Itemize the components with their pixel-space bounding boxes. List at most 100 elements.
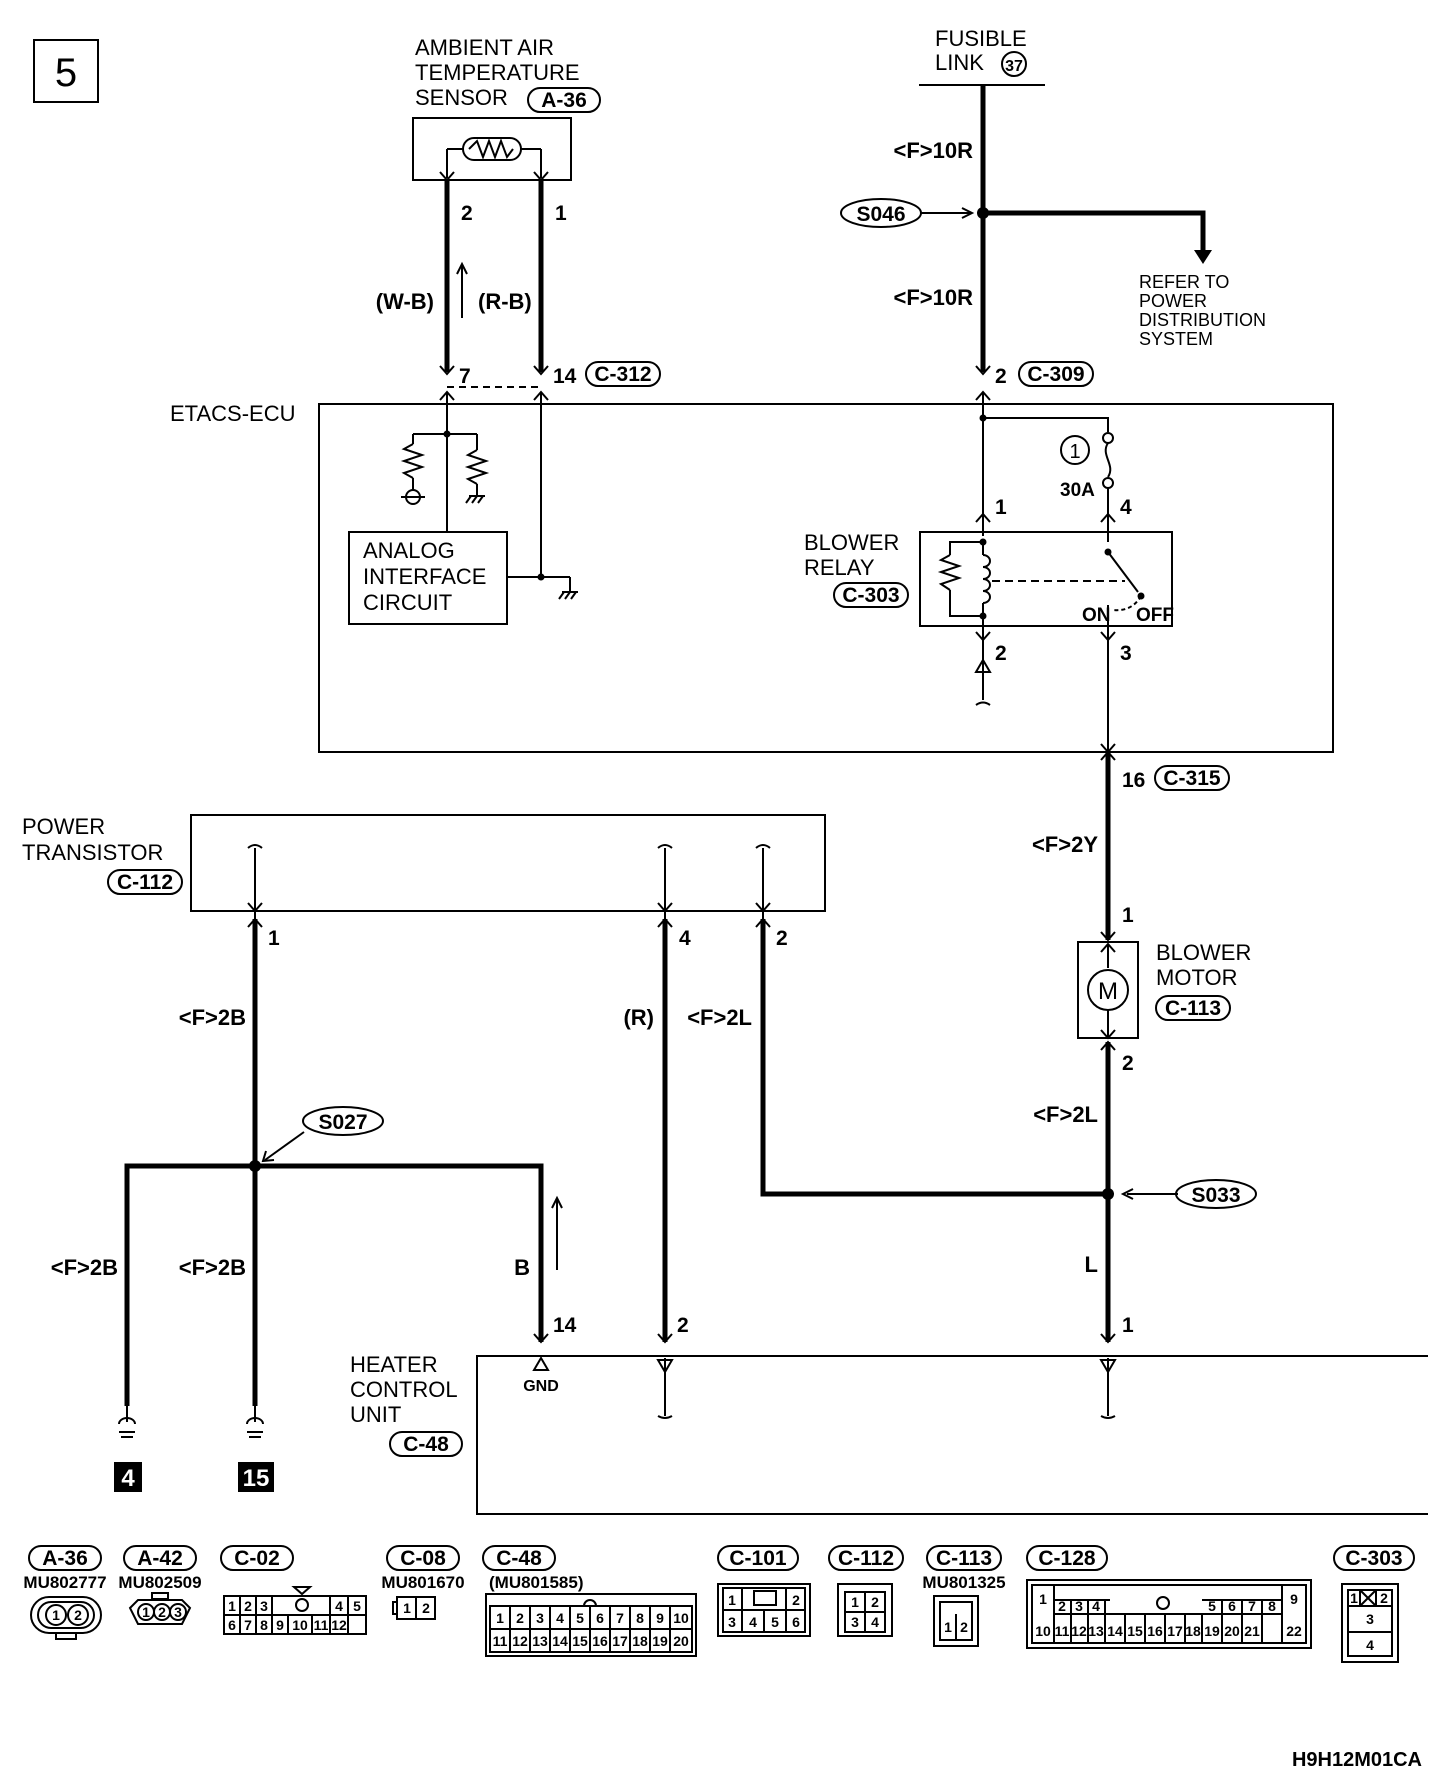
c112-pin: 4 xyxy=(871,1614,879,1630)
analog-line2: INTERFACE xyxy=(363,564,486,589)
wire-r-label: (R) xyxy=(623,1005,654,1030)
c08-pin: 1 xyxy=(403,1600,411,1616)
analog-line3: CIRCUIT xyxy=(363,590,452,615)
blower-pin-2: 2 xyxy=(1122,1052,1134,1075)
c128-pin: 19 xyxy=(1204,1623,1220,1639)
analog-line1: ANALOG xyxy=(363,538,455,563)
c128-pin: 2 xyxy=(1058,1598,1066,1614)
splice-s027-label: S027 xyxy=(318,1111,367,1134)
ambient-air-temperature-sensor: AMBIENT AIR TEMPERATURE SENSOR A-36 xyxy=(412,35,601,181)
c02-pin: 3 xyxy=(260,1598,268,1614)
motor-symbol: M xyxy=(1098,978,1118,1005)
c48-pin: 7 xyxy=(616,1610,624,1626)
c48-pin: 13 xyxy=(532,1633,548,1649)
c02-pin: 1 xyxy=(228,1598,236,1614)
ground-4-label: 4 xyxy=(121,1465,135,1492)
connector-view-c101: C-101 1 2 3 4 5 6 xyxy=(717,1545,811,1637)
wire-f2y-label: <F>2Y xyxy=(1032,832,1098,857)
connector-view-c113-label: C-113 xyxy=(936,1547,992,1570)
c02-pin: 11 xyxy=(314,1617,329,1633)
relay-resistor-icon xyxy=(937,554,963,591)
wire-rb-label: (R-B) xyxy=(478,289,532,314)
c128-pin: 4 xyxy=(1092,1598,1100,1614)
c113-pin: 1 xyxy=(944,1619,952,1635)
c128-pin: 5 xyxy=(1208,1598,1216,1614)
refer-line2: POWER xyxy=(1139,291,1207,311)
relay-coil-icon xyxy=(982,554,991,604)
relay-pin-2: 2 xyxy=(995,642,1007,665)
a36-pin: 2 xyxy=(74,1607,82,1623)
fuse-rating: 30A xyxy=(1060,480,1095,501)
wire-l-label: L xyxy=(1085,1252,1098,1277)
c02-pin: 7 xyxy=(244,1617,252,1633)
etacs-pin-2: 2 xyxy=(995,365,1007,388)
c128-pin: 10 xyxy=(1035,1623,1051,1639)
hcu-gnd-label: GND xyxy=(523,1378,559,1395)
c128-pin: 22 xyxy=(1286,1623,1302,1639)
connector-view-c112-label: C-112 xyxy=(838,1547,894,1570)
ground-15-label: 15 xyxy=(243,1465,270,1492)
c101-pin: 5 xyxy=(771,1614,779,1630)
connector-view-a36-label: A-36 xyxy=(42,1547,88,1570)
sensor-label-line2: TEMPERATURE xyxy=(415,60,580,85)
hcu-pin-14: 14 xyxy=(553,1314,577,1337)
fuse-number: 1 xyxy=(1069,441,1080,463)
c128-pin: 3 xyxy=(1075,1598,1083,1614)
c48-pin: 10 xyxy=(673,1610,689,1626)
c303-pin: 4 xyxy=(1366,1637,1374,1653)
refer-arrow-icon xyxy=(1194,250,1212,264)
c128-pin: 11 xyxy=(1055,1623,1070,1639)
connector-view-c112: C-112 1 2 3 4 xyxy=(828,1545,904,1637)
etacs-pin-14: 14 xyxy=(553,365,577,388)
c303-pin: 2 xyxy=(1380,1590,1388,1606)
fusible-link: FUSIBLE LINK 37 <F>10R <F>10R S046 REFER… xyxy=(840,26,1266,388)
etacs-pin-7: 7 xyxy=(459,365,471,388)
c48-pin: 19 xyxy=(652,1633,668,1649)
c112-pin: 3 xyxy=(851,1614,859,1630)
connector-view-c128: C-128 1 2 3 4 5 6 7 xyxy=(1026,1545,1312,1649)
relay-switch-icon xyxy=(1107,551,1139,593)
connector-view-c08: C-08 MU801670 1 2 xyxy=(381,1545,465,1620)
connector-view-c303: C-303 1 2 3 4 xyxy=(1333,1545,1415,1663)
ground-15: 15 xyxy=(238,1406,274,1492)
connector-view-a42: A-42 MU802509 1 2 3 xyxy=(118,1545,202,1625)
sensor-label-line3: SENSOR xyxy=(415,85,508,110)
c128-pin: 18 xyxy=(1185,1623,1201,1639)
c128-pin: 1 xyxy=(1039,1591,1047,1607)
c112-pin: 2 xyxy=(871,1594,879,1610)
sensor-connector-label: A-36 xyxy=(541,89,587,112)
c48-pin: 3 xyxy=(536,1610,544,1626)
sensor-label-line1: AMBIENT AIR xyxy=(415,35,554,60)
connector-view-a42-label: A-42 xyxy=(137,1547,183,1570)
fusible-link-label-line2: LINK xyxy=(935,50,984,75)
power-transistor-connector: C-112 xyxy=(117,871,173,894)
a42-pin: 1 xyxy=(142,1604,150,1620)
connector-view-c48: C-48 (MU801585) 1 2 3 4 5 6 7 xyxy=(482,1545,697,1657)
c113-pin: 2 xyxy=(960,1619,968,1635)
c02-pin: 10 xyxy=(292,1617,308,1633)
pulldown-resistor-icon xyxy=(464,449,490,485)
c101-pin: 3 xyxy=(728,1614,736,1630)
blower-motor: M BLOWER MOTOR C-113 xyxy=(1077,940,1251,1040)
c02-pin: 9 xyxy=(276,1617,284,1633)
c02-pin: 4 xyxy=(335,1598,343,1614)
fusible-link-label-line1: FUSIBLE xyxy=(935,26,1027,51)
hcu-line3: UNIT xyxy=(350,1402,401,1427)
c48-pin: 20 xyxy=(673,1633,689,1649)
pt-pin-2: 2 xyxy=(776,927,788,950)
c48-grid xyxy=(509,1606,671,1652)
c128-pin: 6 xyxy=(1228,1598,1236,1614)
splice-s046-label: S046 xyxy=(856,203,905,226)
diagram-code: H9H12M01CA xyxy=(1292,1749,1422,1771)
c128-pin: 7 xyxy=(1248,1598,1256,1614)
refer-line1: REFER TO xyxy=(1139,272,1229,292)
connector-view-c128-label: C-128 xyxy=(1038,1547,1096,1570)
c48-pin: 12 xyxy=(512,1633,528,1649)
connector-view-a36-part: MU802777 xyxy=(23,1573,106,1592)
c128-pin: 9 xyxy=(1290,1591,1298,1607)
c48-pin: 18 xyxy=(632,1633,648,1649)
connector-view-a36: A-36 MU802777 1 2 xyxy=(23,1545,107,1640)
wire-f2b-b-label: <F>2B xyxy=(179,1255,246,1280)
page-number-box: 5 xyxy=(33,39,99,103)
c48-pin: 11 xyxy=(493,1633,508,1649)
